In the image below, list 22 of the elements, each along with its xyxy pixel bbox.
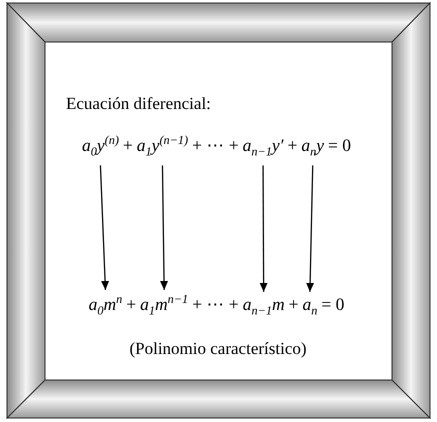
- equation-term: a$_{1}$m$^{n−1}$: [140, 292, 188, 318]
- equation-operator: + ⋯ +: [192, 294, 239, 315]
- arrow: [160, 165, 168, 290]
- equation-term: a$_{n}$y: [301, 134, 324, 160]
- arrow: [306, 165, 314, 292]
- equation-term: a$_{n−1}$m: [242, 294, 285, 318]
- equation-term: a$_{0}$y$^{(n)}$: [82, 133, 119, 160]
- caption-text: (Polinomio característico): [130, 339, 307, 359]
- equation-term: a$_{0}$m$^{n}$: [88, 292, 122, 318]
- equation-term: a$_{n}$: [302, 294, 318, 318]
- heading: Ecuación diferencial:: [66, 94, 211, 114]
- equation-operator: +: [126, 294, 136, 315]
- equation-term: a$_{n−1}$y′: [242, 134, 284, 160]
- equation-operator: + ⋯ +: [192, 134, 239, 156]
- arrow: [260, 165, 268, 292]
- equation-operator: = 0: [321, 294, 344, 315]
- equation-operator: = 0: [328, 134, 352, 156]
- equation-operator: +: [288, 294, 298, 315]
- equation-operator: +: [288, 134, 298, 156]
- equation-term: a$_{1}$y$^{(n−1)}$: [136, 133, 188, 160]
- arrow: [100, 165, 110, 290]
- equation-operator: +: [122, 134, 133, 156]
